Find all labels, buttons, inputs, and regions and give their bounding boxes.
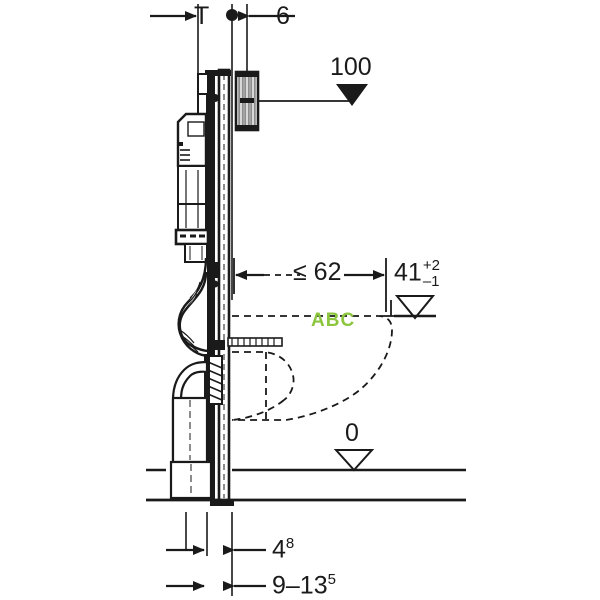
dimension-label-zero: 0 (345, 419, 359, 447)
bottom-dimension-48 (166, 512, 266, 596)
waste-pipe-elbow (169, 358, 213, 500)
flush-pipe-bend (177, 257, 219, 358)
seat-height-tolerance: +2 –1 (423, 258, 440, 290)
level-triangle-100 (336, 84, 368, 106)
waste-offset-value: 9–13 (272, 571, 328, 600)
dimension-label-6: 6 (276, 2, 290, 30)
centre-point-marker (226, 9, 238, 21)
bowl-marking-label: ABC (311, 310, 356, 331)
waste-offset-superscript: 5 (327, 571, 336, 588)
wc-bowl-outline (231, 315, 393, 421)
bottom-offset-superscript: 8 (285, 535, 295, 552)
wc-outlet-connector (204, 337, 283, 406)
bottom-offset-value: 4 (272, 535, 286, 564)
dimension-label-waste-offset: 9–135 (272, 572, 336, 598)
seat-height-tol-minus: –1 (422, 272, 440, 290)
top-fixing-detail (197, 73, 219, 102)
projection-dimension-62 (233, 258, 387, 312)
dimension-label-seat-height: 41+2 –1 (394, 258, 440, 290)
level-triangle-0 (333, 449, 375, 472)
floor-datum-lines (146, 468, 466, 502)
dimension-label-100: 100 (330, 53, 372, 81)
dimension-label-T: T (194, 2, 210, 30)
seat-height-value: 41 (394, 258, 422, 287)
level-triangle-41 (394, 295, 436, 320)
top-dimension-group (150, 4, 295, 300)
cistern-body (174, 77, 210, 246)
actuator-plate (234, 70, 260, 132)
dimension-label-projection: ≤ 62 (293, 258, 342, 286)
cistern-lower-shell (184, 243, 208, 263)
frame-vertical-rails (205, 68, 234, 506)
dimension-label-bottom-offset: 48 (272, 536, 294, 562)
seat-height-tol-plus: +2 (422, 257, 440, 274)
